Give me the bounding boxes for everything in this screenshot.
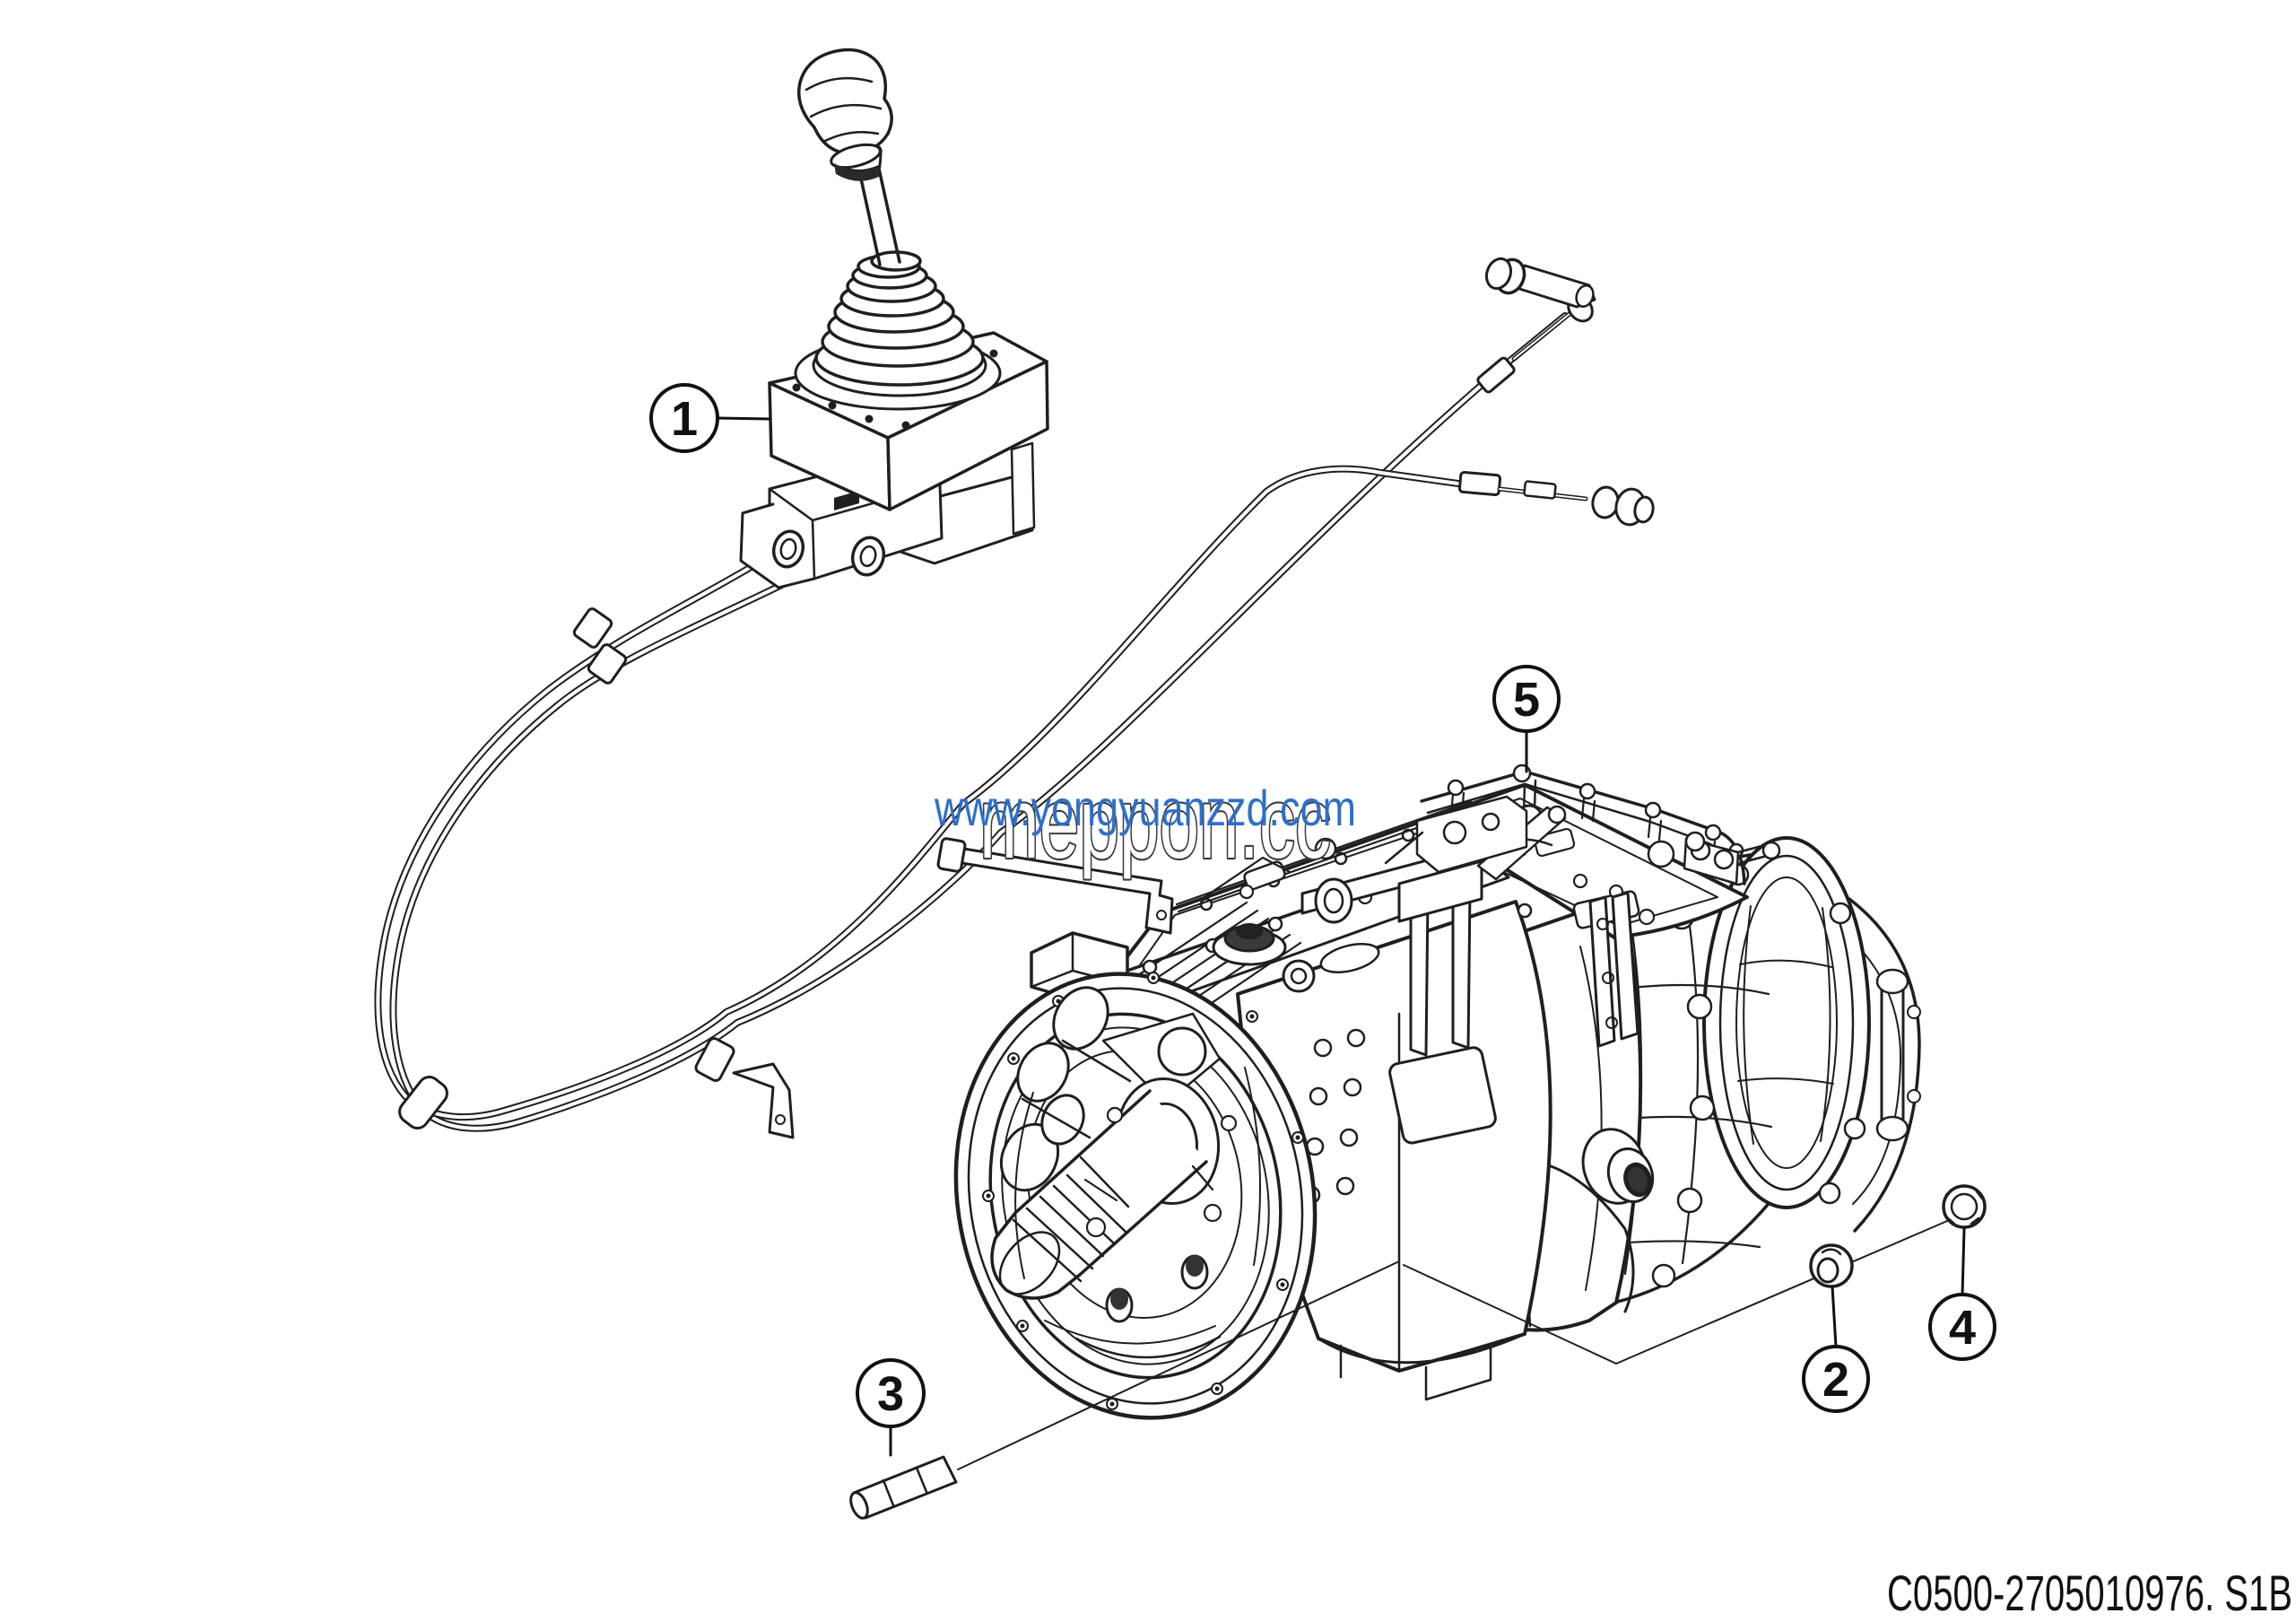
svg-text:4: 4 [1949, 1301, 1976, 1355]
svg-text:5: 5 [1513, 673, 1540, 727]
svg-text:meppon.cc: meppon.cc [979, 767, 1331, 879]
svg-text:1: 1 [671, 392, 698, 446]
svg-text:2: 2 [1822, 1353, 1849, 1407]
svg-text:C0500-2705010976. S1B: C0500-2705010976. S1B [1887, 1565, 2292, 1621]
svg-text:www.yongyuanzzd.com: www.yongyuanzzd.com [934, 780, 1356, 836]
svg-text:3: 3 [877, 1367, 904, 1421]
